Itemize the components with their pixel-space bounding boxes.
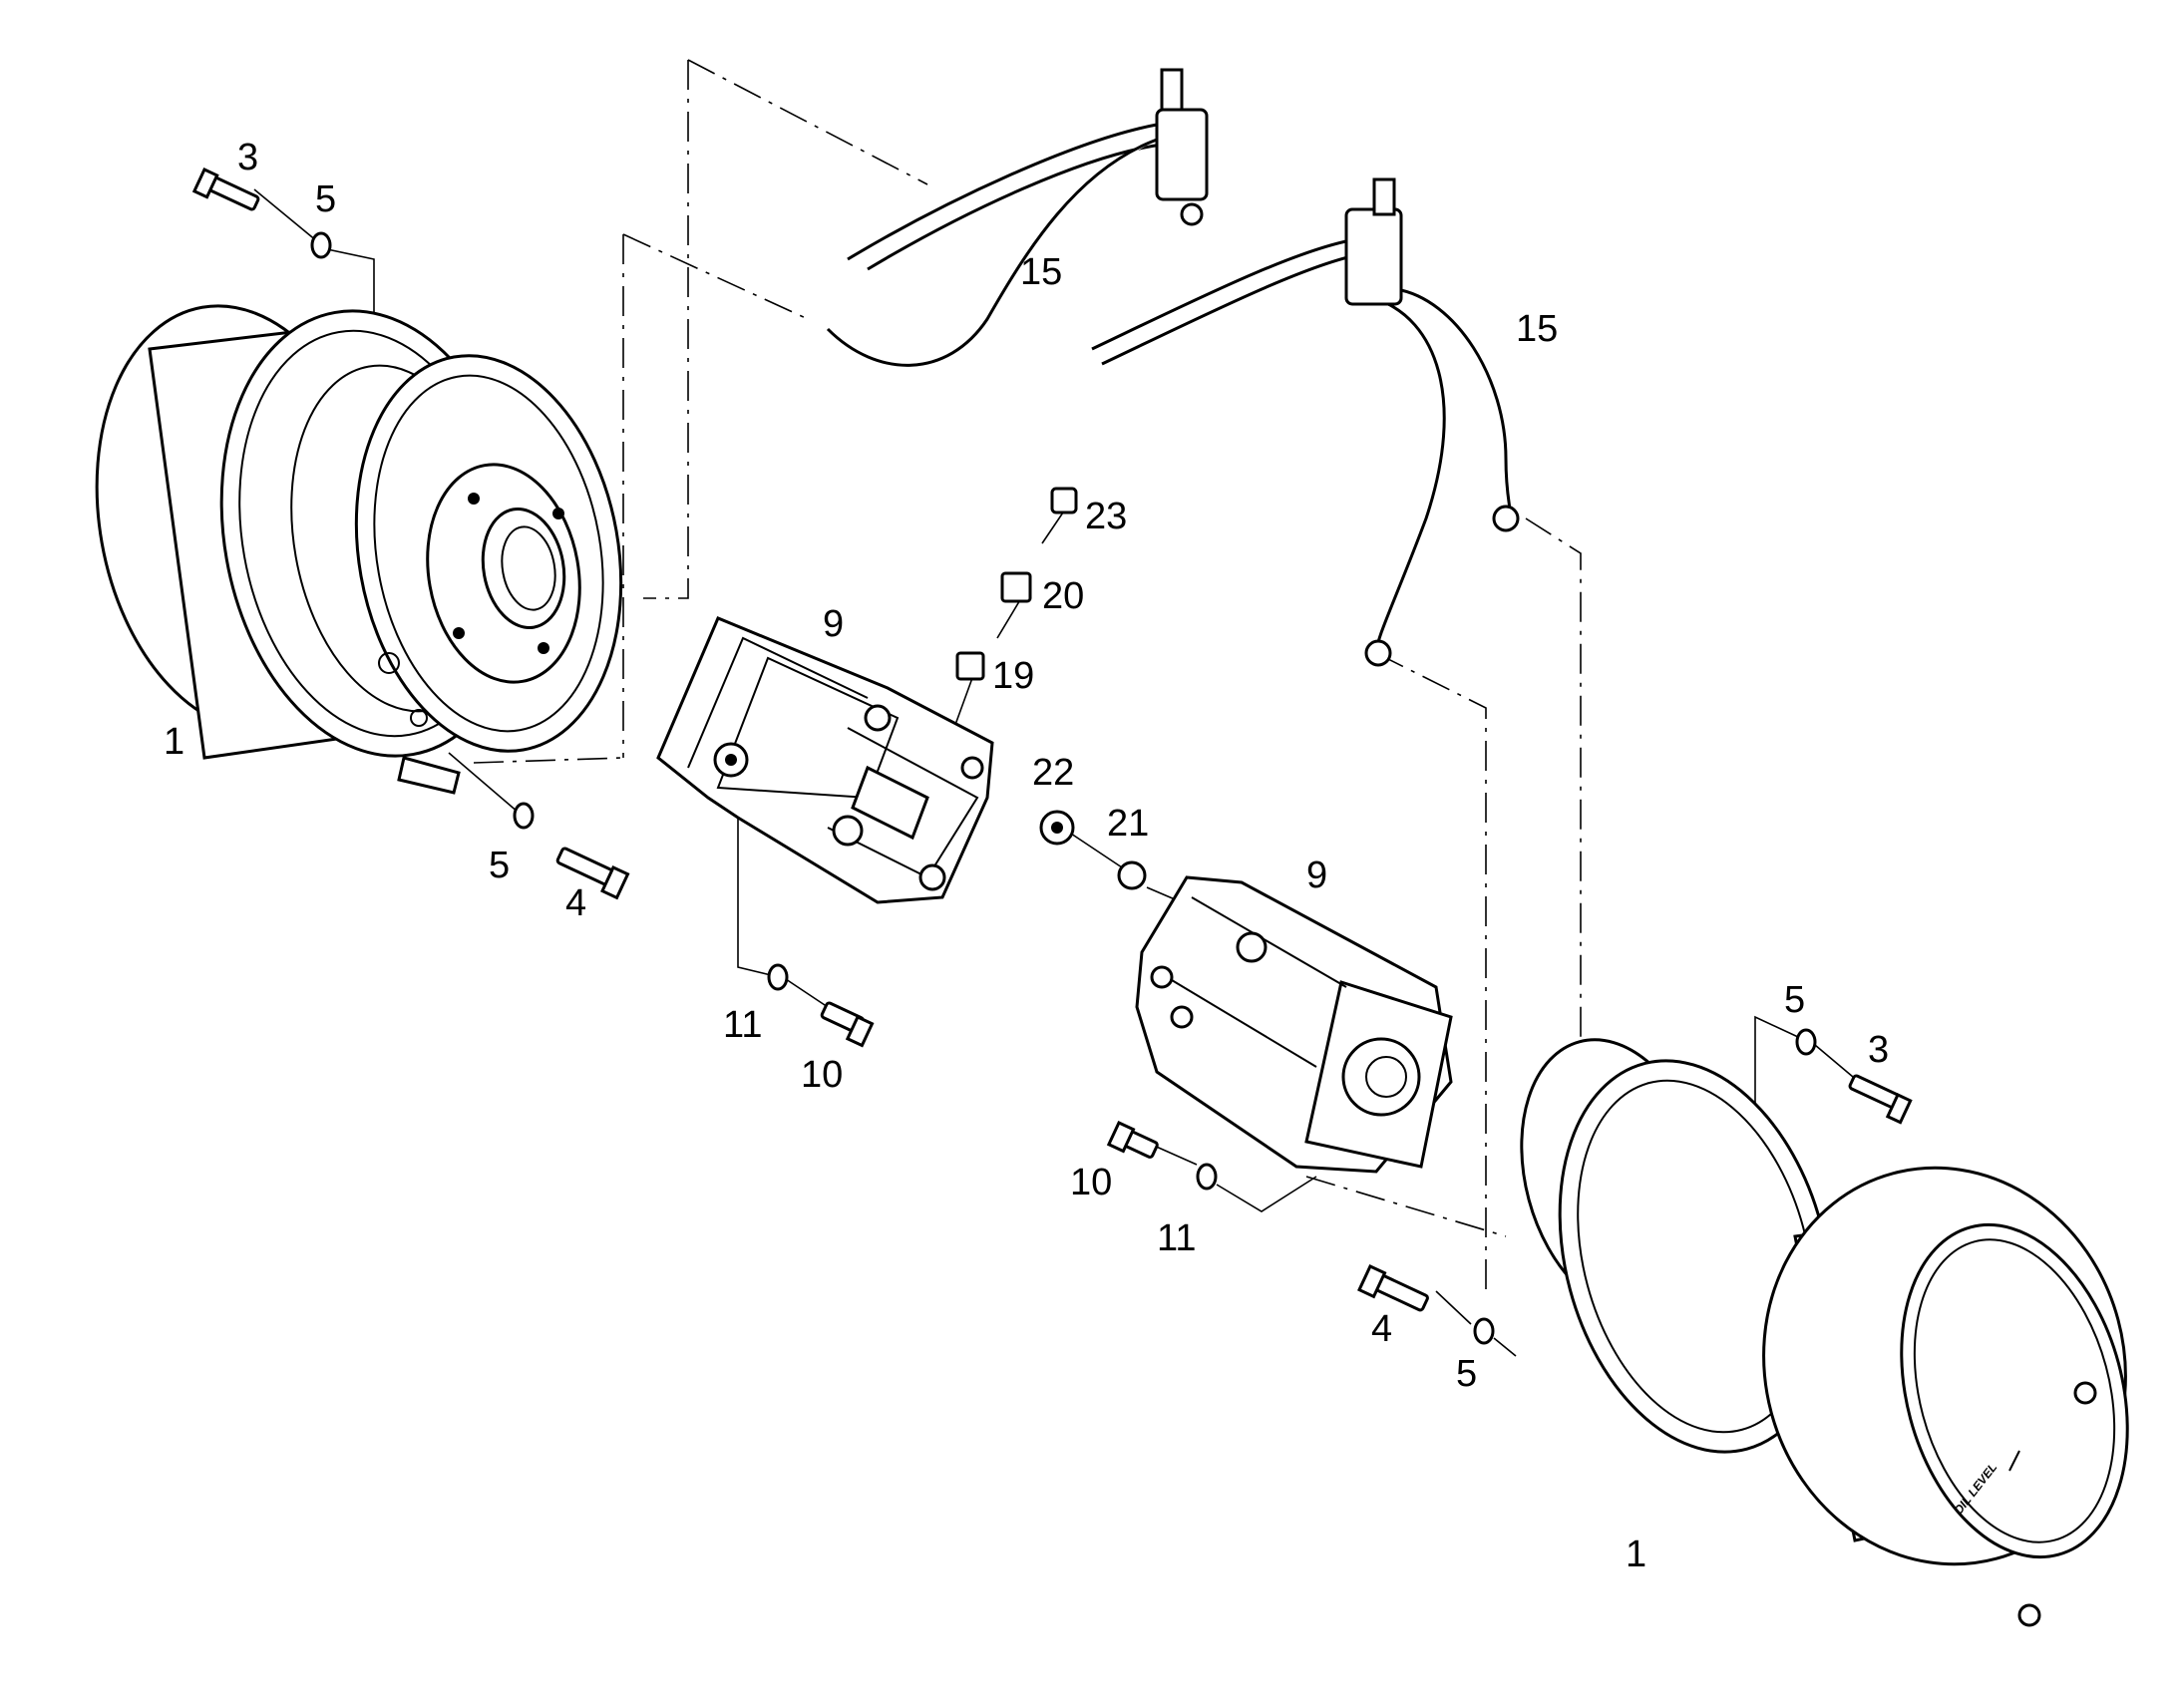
bolt-10-right [1106,1121,1159,1159]
washer-5-top-left [310,231,332,259]
callout-15-right: 15 [1516,308,1558,350]
hydraulic-motor-right [1135,875,1453,1174]
callout-9-left: 9 [823,603,844,645]
final-drive-left [95,304,623,795]
fitting-20 [1000,571,1032,603]
bolt-3-right [1848,1074,1913,1125]
callout-4-left: 4 [565,882,586,924]
callout-15-left: 15 [1020,251,1062,293]
callout-10-right: 10 [1070,1162,1112,1203]
cap-22 [1039,810,1075,846]
fitting-19 [955,651,985,681]
washer-5-bottom-right [1473,1317,1495,1345]
bolt-4-right [1357,1264,1429,1312]
cap-23 [1050,487,1078,514]
washer-11-right [1196,1163,1218,1191]
washer-5-top-right [1795,1028,1817,1056]
callout-19: 19 [992,655,1034,697]
callout-5-bottom-right: 5 [1456,1353,1477,1395]
callout-5-top-left: 5 [315,178,336,220]
callouts: 1 1 3 3 4 4 5 5 5 5 9 9 10 10 11 11 15 1… [164,137,1889,1575]
callout-5-top-right: 5 [1784,979,1805,1021]
callout-3-left: 3 [237,137,258,178]
hose-assembly-left [826,68,1209,367]
bolt-4-left [555,847,630,900]
callout-20: 20 [1042,575,1084,617]
callout-10-left: 10 [801,1054,843,1096]
callout-22: 22 [1032,752,1074,794]
washer-11-left [767,963,789,991]
bolt-10-left [820,1001,875,1048]
washer-5-bottom-left [513,802,535,830]
callout-21: 21 [1107,803,1149,845]
callout-1-right: 1 [1626,1534,1646,1575]
callout-4-right: 4 [1371,1308,1392,1350]
nut-21 [1117,860,1147,890]
hydraulic-motor-left [656,616,994,904]
callout-23: 23 [1085,496,1127,537]
callout-1-left: 1 [164,721,184,763]
callout-11-right: 11 [1157,1217,1196,1259]
bolt-3-left [191,168,260,211]
hose-assembly-right [1091,177,1520,667]
callout-11-left: 11 [723,1004,762,1046]
callout-9-right: 9 [1306,854,1327,896]
callout-5-bottom-left: 5 [489,845,510,886]
callout-3-right: 3 [1868,1029,1889,1071]
final-drive-right: OIL LEVEL [1520,1038,2129,1627]
